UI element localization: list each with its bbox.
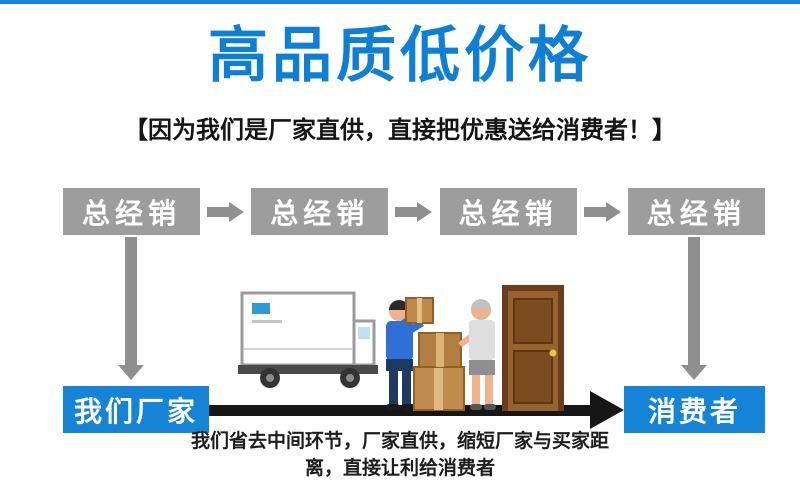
distributor-flow: 总经销 总经销 总经销 总经销 <box>63 188 765 235</box>
arrow-shaft <box>209 404 590 416</box>
right-arrow-icon <box>583 201 621 222</box>
factory-box: 我们厂家 <box>63 386 209 433</box>
page-title: 高品质低价格 <box>208 22 592 89</box>
arrow-shaft <box>688 237 700 365</box>
arrow-shaft <box>125 237 137 365</box>
footer-text: 我们省去中间环节，厂家直供，缩短厂家与买家距 离，直接让利给消费者 <box>0 428 800 482</box>
distributor-box-4: 总经销 <box>627 188 765 235</box>
courier-icon <box>386 297 434 410</box>
footer-line-2: 离，直接让利给消费者 <box>304 458 495 479</box>
arrow-head <box>681 365 707 380</box>
down-arrow-icon <box>118 237 144 380</box>
arrow-head <box>590 391 624 429</box>
arrow-shaft <box>207 206 230 217</box>
arrow-head <box>118 365 144 380</box>
arrow-shaft <box>395 206 418 217</box>
door-icon <box>502 285 564 411</box>
top-accent-line <box>0 0 800 4</box>
delivery-truck-icon <box>238 291 378 388</box>
arrow-head <box>229 201 245 222</box>
right-arrow-icon <box>395 201 433 222</box>
arrow-head <box>417 201 433 222</box>
cardboard-boxes-icon <box>413 332 465 411</box>
page-subtitle: 【因为我们是厂家直供，直接把优惠送给消费者！】 <box>124 117 676 144</box>
customer-icon <box>458 299 496 410</box>
right-arrow-icon <box>207 201 245 222</box>
big-right-arrow-icon <box>209 391 624 429</box>
arrow-shaft <box>583 206 606 217</box>
distributor-box-1: 总经销 <box>63 188 200 235</box>
footer-line-1: 我们省去中间环节，厂家直供，缩短厂家与买家距 <box>190 431 609 452</box>
consumer-box: 消费者 <box>624 386 765 433</box>
distributor-box-3: 总经销 <box>439 188 577 235</box>
distributor-box-2: 总经销 <box>251 188 389 235</box>
down-arrow-icon <box>681 237 707 380</box>
arrow-head <box>605 201 621 222</box>
delivery-illustration <box>238 285 564 411</box>
